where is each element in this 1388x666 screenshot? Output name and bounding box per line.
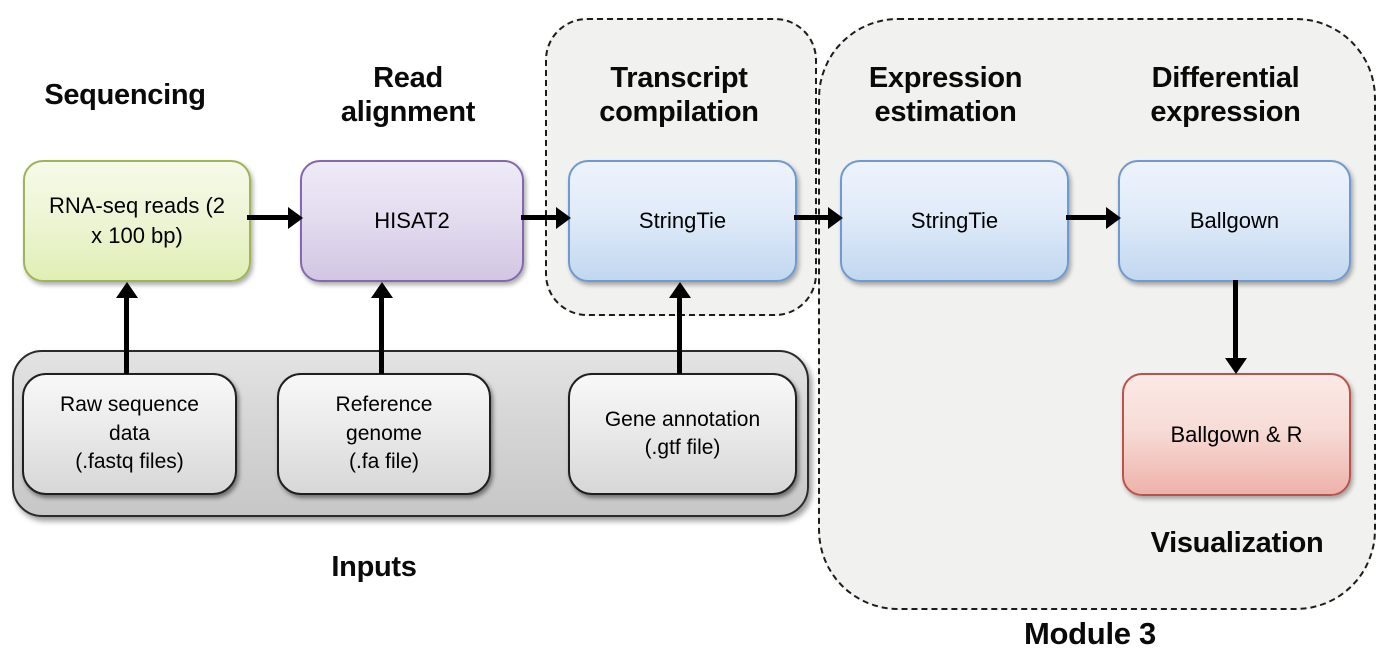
arrow-head-right-icon bbox=[828, 207, 843, 229]
arrow-rnaseq-to-hisat2 bbox=[247, 207, 303, 229]
arrow-head-down-icon bbox=[1225, 358, 1247, 374]
arrow-stringtie-to-ballgown bbox=[1066, 207, 1121, 229]
label-inputs: Inputs bbox=[331, 551, 417, 583]
arrow-shaft bbox=[1066, 215, 1108, 220]
label-visualization: Visualization bbox=[1150, 527, 1324, 559]
arrow-shaft bbox=[379, 295, 384, 374]
arrow-head-up-icon bbox=[371, 282, 393, 298]
arrow-shaft bbox=[521, 215, 558, 220]
arrow-head-right-icon bbox=[1106, 207, 1121, 229]
arrow-refgenome-to-hisat2 bbox=[371, 282, 393, 374]
node-reference-genome: Reference genome (.fa file) bbox=[277, 373, 491, 495]
module-3-group bbox=[818, 18, 1376, 610]
arrow-shaft bbox=[677, 295, 682, 374]
arrow-head-right-icon bbox=[556, 207, 571, 229]
node-stringtie-compilation: StringTie bbox=[568, 160, 797, 282]
heading-sequencing: Sequencing bbox=[44, 79, 206, 111]
arrow-shaft bbox=[794, 215, 830, 220]
node-hisat2: HISAT2 bbox=[300, 160, 524, 282]
arrow-shaft bbox=[247, 215, 290, 220]
heading-differential-expression: Differential expression bbox=[1150, 62, 1301, 129]
node-stringtie-estimation: StringTie bbox=[840, 160, 1069, 282]
arrow-ballgown-to-ballgownr bbox=[1225, 280, 1247, 374]
node-ballgown: Ballgown bbox=[1118, 160, 1351, 282]
label-module-3: Module 3 bbox=[1024, 616, 1156, 651]
arrow-head-up-icon bbox=[669, 282, 691, 298]
node-gene-annotation: Gene annotation (.gtf file) bbox=[568, 373, 797, 495]
arrow-hisat2-to-stringtie bbox=[521, 207, 571, 229]
arrow-geneannotation-to-stringtie bbox=[669, 282, 691, 374]
node-rna-seq-reads: RNA-seq reads (2 x 100 bp) bbox=[23, 160, 251, 282]
heading-read-alignment: Read alignment bbox=[340, 62, 476, 129]
arrow-shaft bbox=[1233, 280, 1238, 361]
arrow-rawseq-to-rnaseq bbox=[116, 282, 138, 374]
node-raw-sequence-data: Raw sequence data (.fastq files) bbox=[22, 373, 237, 495]
heading-transcript-compilation: Transcript compilation bbox=[599, 62, 759, 129]
arrow-stringtie-to-stringtie bbox=[794, 207, 843, 229]
arrow-head-right-icon bbox=[288, 207, 303, 229]
node-ballgown-and-r: Ballgown & R bbox=[1122, 373, 1351, 496]
heading-expression-estimation: Expression estimation bbox=[868, 62, 1023, 129]
arrow-shaft bbox=[124, 295, 129, 374]
arrow-head-up-icon bbox=[116, 282, 138, 298]
